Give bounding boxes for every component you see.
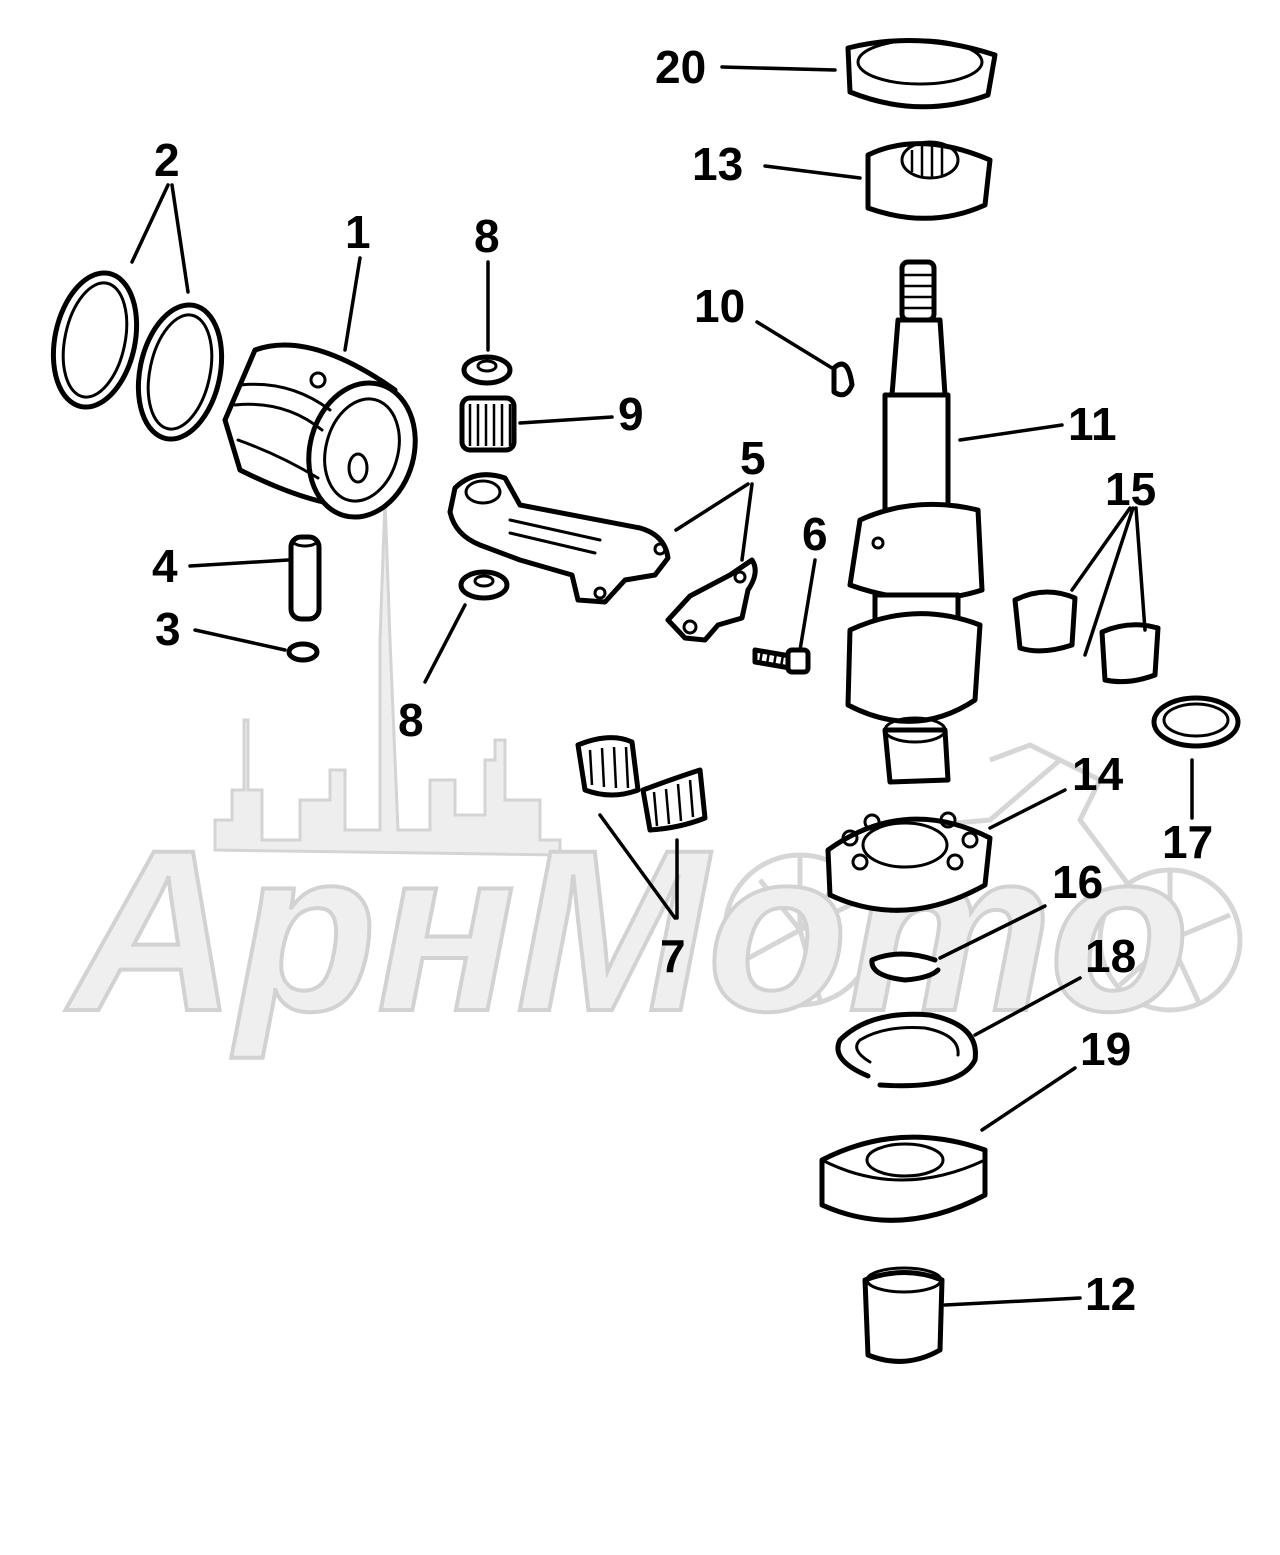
watermark: АрнМото <box>63 499 1243 1061</box>
callout-10: 10 <box>694 280 745 332</box>
piston-pin <box>288 534 322 622</box>
rod-bolt <box>752 647 811 675</box>
callout-7: 7 <box>660 930 686 982</box>
callout-13: 13 <box>692 138 743 190</box>
thrust-spacer <box>819 1134 988 1223</box>
callout-4: 4 <box>152 540 178 592</box>
leader-3 <box>193 628 287 652</box>
lower-bushing <box>862 1266 945 1364</box>
callout-8-lower: 8 <box>398 694 424 746</box>
callout-labels: 1 2 3 4 5 6 7 8 8 9 10 11 12 13 14 15 16… <box>152 41 1213 1320</box>
connecting-rod <box>447 472 671 605</box>
callout-1: 1 <box>345 206 371 258</box>
callout-15: 15 <box>1105 463 1156 515</box>
rod-bearing-cages <box>575 735 708 833</box>
leader-4 <box>188 558 290 568</box>
leader-10 <box>755 320 834 370</box>
leader-18 <box>973 976 1082 1037</box>
watermark-skyline <box>213 499 562 857</box>
piston <box>222 342 418 520</box>
callout-16: 16 <box>1052 856 1103 908</box>
leader-11 <box>958 423 1064 442</box>
retaining-ring-large <box>835 1011 978 1089</box>
crankshaft <box>845 259 985 785</box>
leader-12 <box>943 1296 1082 1307</box>
watermark-logo-text: АрнМото <box>65 802 1190 1059</box>
callout-8-upper: 8 <box>474 210 500 262</box>
leader-15 <box>1070 506 1147 657</box>
snap-ring-small <box>869 951 941 983</box>
main-bearing-halves <box>1012 589 1161 685</box>
leader-5 <box>674 482 754 562</box>
callout-17: 17 <box>1162 816 1213 868</box>
callout-11: 11 <box>1068 398 1117 450</box>
bearing-retaining-ring <box>1151 695 1241 749</box>
lower-ball-bearing <box>825 811 993 913</box>
callout-2: 2 <box>154 134 180 186</box>
callout-12: 12 <box>1085 1268 1136 1320</box>
leader-16 <box>938 904 1047 960</box>
leader-2 <box>130 183 190 294</box>
leader-8b <box>423 603 467 684</box>
leader-14 <box>988 788 1067 830</box>
callout-20: 20 <box>655 41 706 93</box>
leader-1 <box>343 256 362 352</box>
callout-5: 5 <box>740 432 766 484</box>
connecting-rod-cap <box>665 557 758 643</box>
leader-13 <box>763 164 862 180</box>
upper-bearing <box>865 140 993 221</box>
callout-6: 6 <box>802 508 828 560</box>
needle-bearing-wrist-pin <box>459 395 517 453</box>
leader-6 <box>798 558 817 652</box>
callout-18: 18 <box>1085 930 1136 982</box>
leader-7 <box>598 813 679 920</box>
callout-3: 3 <box>155 603 181 655</box>
thrust-washer-lower <box>458 569 510 601</box>
leader-20 <box>720 65 837 72</box>
callout-9: 9 <box>618 388 644 440</box>
callout-14: 14 <box>1072 748 1124 800</box>
callout-19: 19 <box>1080 1023 1131 1075</box>
leader-lines <box>130 65 1194 1307</box>
crankcase-seal <box>845 38 998 110</box>
thrust-washer-upper <box>461 354 513 386</box>
leader-19 <box>980 1066 1077 1132</box>
woodruff-key <box>831 361 855 398</box>
leader-9 <box>518 415 614 425</box>
piston-rings <box>50 270 225 442</box>
retaining-ring <box>286 641 320 663</box>
